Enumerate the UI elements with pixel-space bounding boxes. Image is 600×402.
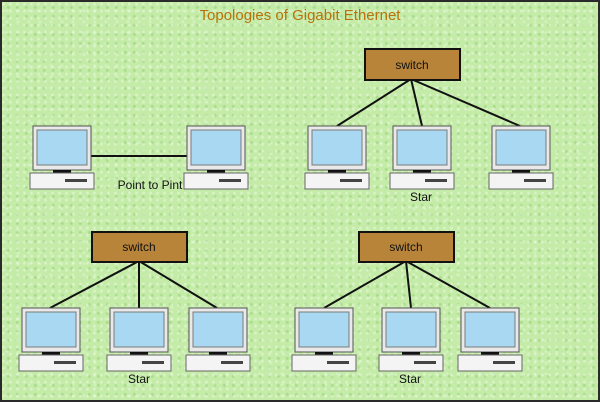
- link-line: [410, 78, 423, 127]
- switch-icon: switch: [91, 231, 188, 263]
- computer-icon: [457, 307, 523, 372]
- computer-icon: [378, 307, 444, 372]
- diagram-title: Topologies of Gigabit Ethernet: [199, 7, 401, 24]
- link-line: [410, 78, 521, 127]
- star-label: Star: [410, 190, 432, 204]
- link-line: [405, 260, 491, 309]
- point-to-point-label: Point to Pint: [118, 178, 183, 192]
- switch-label: switch: [389, 240, 422, 254]
- switch-icon: switch: [358, 231, 455, 263]
- link-line: [336, 78, 412, 127]
- computer-icon: [18, 307, 84, 372]
- point-to-point-topology: Point to Pint: [29, 125, 249, 192]
- computer-icon: [29, 125, 95, 190]
- star-topology-top-right: switch Star: [304, 48, 554, 204]
- star-label: Star: [128, 372, 150, 386]
- computer-icon: [488, 125, 554, 190]
- computer-icon: [185, 307, 251, 372]
- star-topology-bottom-left: switch Star: [18, 231, 251, 386]
- switch-icon: switch: [364, 48, 461, 81]
- computer-icon: [389, 125, 455, 190]
- computer-icon: [183, 125, 249, 190]
- star-topology-bottom-right: switch Star: [291, 231, 523, 386]
- computer-icon: [291, 307, 357, 372]
- computer-icon: [106, 307, 172, 372]
- link-line: [405, 260, 412, 309]
- link-line: [49, 260, 140, 309]
- star-label: Star: [399, 372, 421, 386]
- link-line: [138, 260, 218, 309]
- computer-icon: [304, 125, 370, 190]
- switch-label: switch: [395, 58, 428, 72]
- switch-label: switch: [122, 240, 155, 254]
- link-line: [323, 260, 407, 309]
